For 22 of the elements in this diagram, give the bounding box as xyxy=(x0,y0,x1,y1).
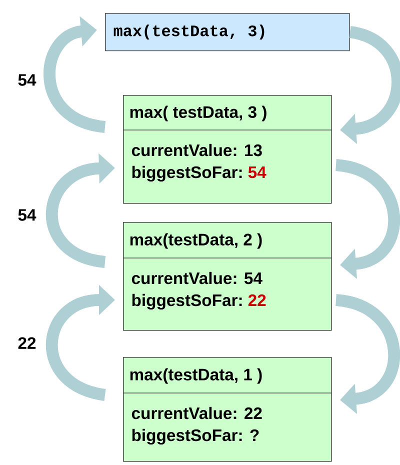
edge-label: 54 xyxy=(18,209,36,221)
value-text: 22 xyxy=(248,294,266,306)
value-text: currentValue: 22 xyxy=(132,406,262,420)
value-text: currentValue: 54 xyxy=(132,272,262,284)
header-text: max(testData, 1 ) xyxy=(130,368,262,384)
call-box xyxy=(105,13,350,52)
value-text: biggestSoFar: xyxy=(132,166,242,182)
header-text: max( testData, 3 ) xyxy=(130,106,266,122)
edge-label: 54 xyxy=(18,74,36,86)
curved-arrow xyxy=(334,294,400,414)
call-label: max(testData, 3) xyxy=(114,24,264,40)
value-text: biggestSoFar: xyxy=(132,294,242,310)
frame-box xyxy=(122,95,332,204)
value-text: currentValue: 13 xyxy=(132,144,262,156)
curved-arrow xyxy=(44,16,106,133)
frame-box xyxy=(122,222,332,331)
frame-box xyxy=(122,357,332,462)
value-text: biggestSoFar: ? xyxy=(132,428,259,445)
edge-label: 22 xyxy=(18,337,36,349)
curved-arrow xyxy=(334,159,400,279)
header-text: max(testData, 2 ) xyxy=(130,233,262,249)
value-text: 54 xyxy=(248,166,266,178)
